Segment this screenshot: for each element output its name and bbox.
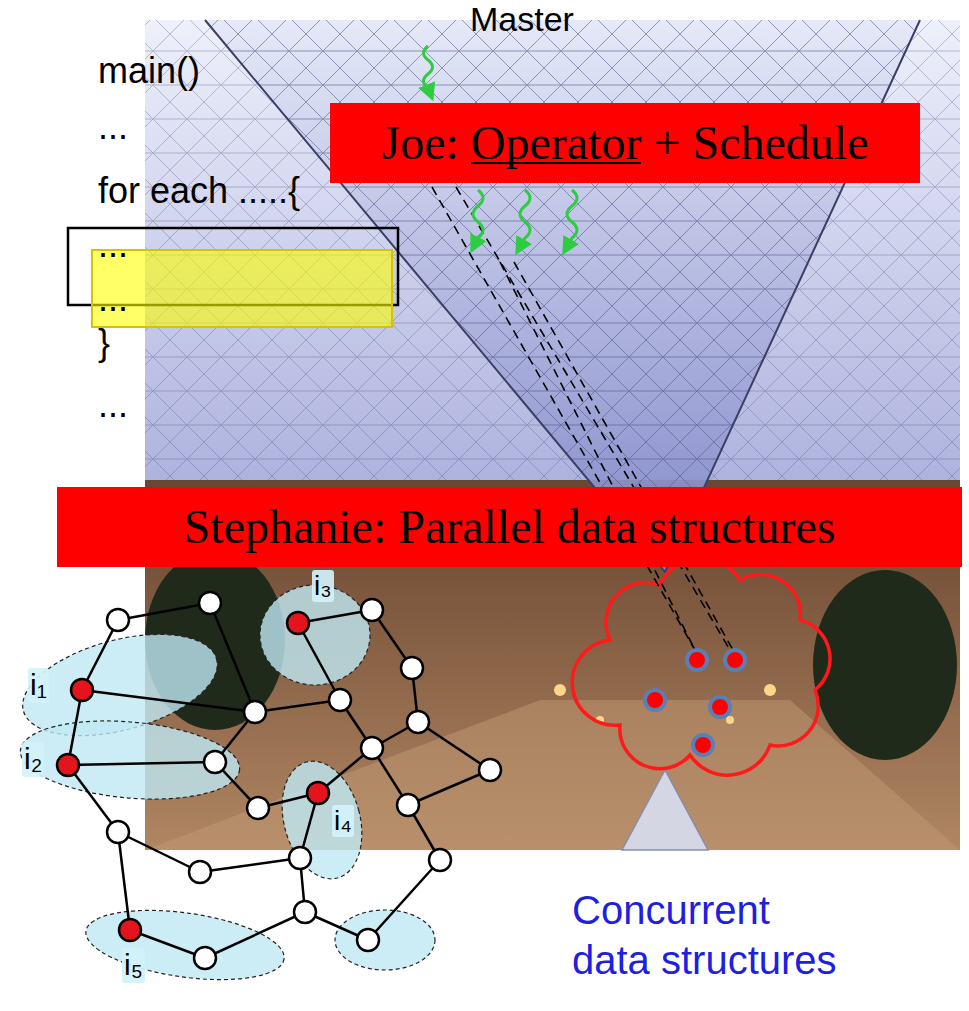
access-line: [500, 262, 695, 650]
thread-label: Master: [470, 0, 574, 39]
access-line: [432, 187, 695, 650]
code-line: ...: [98, 224, 128, 265]
active-node: [119, 919, 141, 941]
access-line: [456, 187, 730, 650]
graph-node: [244, 701, 266, 723]
title-box: Stephanie: Parallel data structures: [57, 487, 962, 567]
graph-node: [407, 711, 429, 733]
thread-arrow: [472, 190, 483, 250]
active-node: [57, 754, 79, 776]
code-line: }: [98, 322, 110, 363]
graph-node: [204, 751, 226, 773]
graph-edge: [408, 770, 490, 805]
graph-node: [357, 929, 379, 951]
node-label: i₄: [332, 805, 354, 837]
cloud-item: [693, 735, 713, 755]
graph-node: [247, 797, 269, 819]
caption-label: Concurrent data structures: [572, 885, 852, 985]
code-line: for each .....{: [98, 170, 300, 211]
node-label: i₂: [22, 742, 44, 777]
box-title: Joe: Operator + Schedule: [382, 114, 869, 172]
ceiling-light: [554, 684, 566, 696]
graph-node: [361, 599, 383, 621]
graph-edge: [68, 765, 118, 832]
graph-edge: [118, 603, 210, 620]
graph-edge: [210, 603, 255, 712]
graph-edge: [118, 832, 130, 930]
tree: [813, 570, 957, 760]
graph-node: [107, 821, 129, 843]
thread-arrow: [424, 46, 433, 98]
graph-edge: [68, 762, 215, 765]
neighborhood-region: [335, 910, 435, 970]
node-label: i₃: [312, 570, 334, 602]
code-line: ...: [98, 106, 128, 147]
graph-edge: [82, 690, 255, 712]
data-cloud: [572, 558, 830, 775]
box-title: Stephanie: Parallel data structures: [184, 498, 836, 556]
graph-node: [199, 592, 221, 614]
graph-node: [294, 901, 316, 923]
small-pyramid: [622, 770, 708, 850]
graph-node: [289, 847, 311, 869]
code-line: ...: [98, 384, 128, 425]
ceiling-light: [726, 716, 734, 724]
active-node: [307, 782, 329, 804]
graph-node: [361, 737, 383, 759]
thread-arrow: [517, 190, 530, 252]
active-node: [287, 612, 309, 634]
hall-interior: [145, 20, 960, 850]
graph-node: [189, 861, 211, 883]
graph-edge: [118, 832, 200, 872]
graph-node: [329, 689, 351, 711]
active-node: [71, 679, 93, 701]
graph-node: [401, 657, 423, 679]
node-label: i₅: [122, 948, 145, 983]
thread-arrow: [564, 190, 577, 252]
neighborhood-region: [17, 713, 243, 808]
graph-node: [397, 794, 419, 816]
graph-edge: [418, 722, 490, 770]
node-label: i₁: [28, 668, 49, 703]
cloud-item: [687, 650, 707, 670]
cloud-item: [645, 690, 665, 710]
ceiling-light: [764, 684, 776, 696]
neighborhood-region: [270, 752, 374, 888]
graph-edge: [255, 700, 340, 712]
code-line: ...: [98, 278, 128, 319]
graph-edge: [368, 860, 440, 940]
graph-edge: [205, 912, 305, 958]
code-line: main(): [98, 50, 200, 91]
graph-node: [107, 609, 129, 631]
highlight-box: [92, 250, 392, 327]
graph-node: [429, 849, 451, 871]
graph-edge: [200, 858, 300, 872]
access-line: [514, 262, 733, 650]
graph-node: [479, 759, 501, 781]
cloud-item: [725, 650, 745, 670]
cloud-item: [710, 697, 730, 717]
graph-edge: [298, 623, 340, 700]
neighborhood-region: [82, 899, 289, 990]
title-box: Joe: Operator + Schedule: [330, 103, 920, 183]
graph-node: [194, 947, 216, 969]
